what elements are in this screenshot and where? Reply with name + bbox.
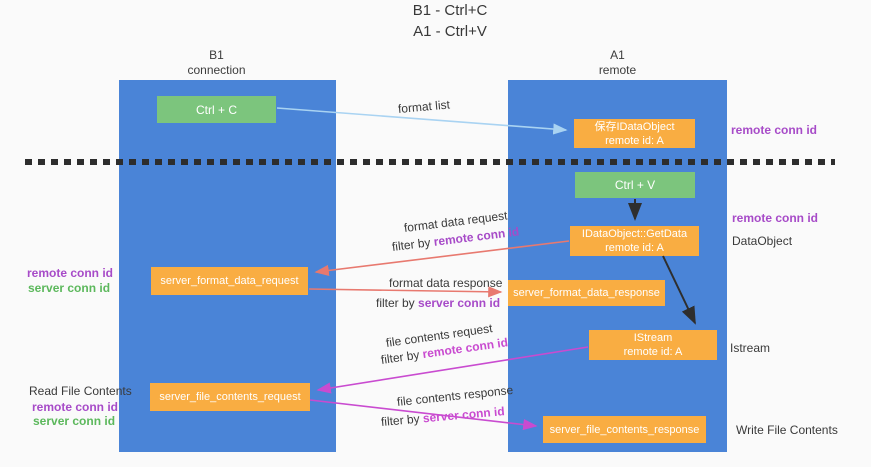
- column-b1-role: connection: [187, 63, 246, 77]
- label-left-remote-conn-id-2: remote conn id: [32, 400, 119, 414]
- label-dataobject: DataObject: [732, 234, 793, 248]
- node-server-format-data-response: server_format_data_response: [508, 280, 665, 306]
- node-istream-line2: remote id: A: [623, 346, 683, 358]
- title-line-2: A1 - Ctrl+V: [413, 23, 487, 40]
- node-server-file-contents-response: server_file_contents_response: [543, 416, 706, 443]
- label-left-server-conn-id-2: server conn id: [33, 414, 116, 428]
- node-ctrl-c: Ctrl + C: [157, 96, 276, 123]
- label-istream: Istream: [730, 341, 771, 355]
- node-ctrl-v: Ctrl + V: [575, 172, 695, 198]
- label-right-remote-conn-id-2: remote conn id: [732, 211, 819, 225]
- node-getdata-line2: remote id: A: [605, 242, 664, 254]
- node-server-format-data-request: server_format_data_request: [151, 267, 308, 295]
- node-format-request-label: server_format_data_request: [160, 275, 299, 287]
- column-a1-name: A1: [610, 48, 625, 62]
- label-left-server-conn-id-1: server conn id: [28, 281, 111, 295]
- node-format-response-label: server_format_data_response: [513, 287, 660, 299]
- filter-server-conn-id: server conn id: [418, 296, 501, 310]
- title-line-1: B1 - Ctrl+C: [412, 2, 488, 19]
- filter-server-conn-id: server conn id: [422, 404, 506, 426]
- arrow-label-format-list: format list: [397, 97, 451, 116]
- node-ctrl-v-label: Ctrl + V: [614, 178, 656, 192]
- filter-by-prefix: filter by: [391, 234, 435, 254]
- node-save-idataobject-line2: remote id: A: [605, 134, 664, 147]
- filter-by-prefix: filter by: [380, 347, 424, 367]
- phase-separator-dashed-line: [25, 159, 835, 165]
- node-server-file-contents-request: server_file_contents_request: [150, 383, 310, 411]
- filter-by-prefix: filter by: [380, 411, 424, 429]
- node-ctrl-c-label: Ctrl + C: [195, 102, 237, 117]
- filter-by-prefix: filter by: [376, 296, 419, 310]
- arrow-label-filter-format-response: filter by server conn id: [376, 296, 500, 310]
- column-header-a1: A1 remote: [508, 48, 727, 78]
- page-title: B1 - Ctrl+C A1 - Ctrl+V: [0, 0, 871, 42]
- node-getdata-line1: IDataObject::GetData: [581, 228, 688, 240]
- label-write-file-contents: Write File Contents: [736, 423, 838, 437]
- node-istream: IStream remote id: A: [589, 330, 717, 360]
- column-a1-role: remote: [598, 63, 637, 77]
- node-file-request-label: server_file_contents_request: [159, 391, 301, 403]
- node-save-idataobject: 保存IDataObject remote id: A: [574, 119, 695, 148]
- node-idataobject-getdata: IDataObject::GetData remote id: A: [570, 226, 699, 256]
- node-save-idataobject-line1: 保存IDataObject: [594, 120, 675, 133]
- label-read-file-contents: Read File Contents: [29, 384, 132, 398]
- label-right-remote-conn-id-1: remote conn id: [731, 123, 818, 137]
- column-header-b1: B1 connection: [119, 48, 314, 78]
- node-file-response-label: server_file_contents_response: [549, 423, 700, 436]
- node-istream-line1: IStream: [633, 332, 673, 344]
- arrow-label-format-data-response: format data response: [389, 276, 503, 290]
- column-b1-name: B1: [209, 48, 224, 62]
- label-left-remote-conn-id-1: remote conn id: [27, 266, 114, 280]
